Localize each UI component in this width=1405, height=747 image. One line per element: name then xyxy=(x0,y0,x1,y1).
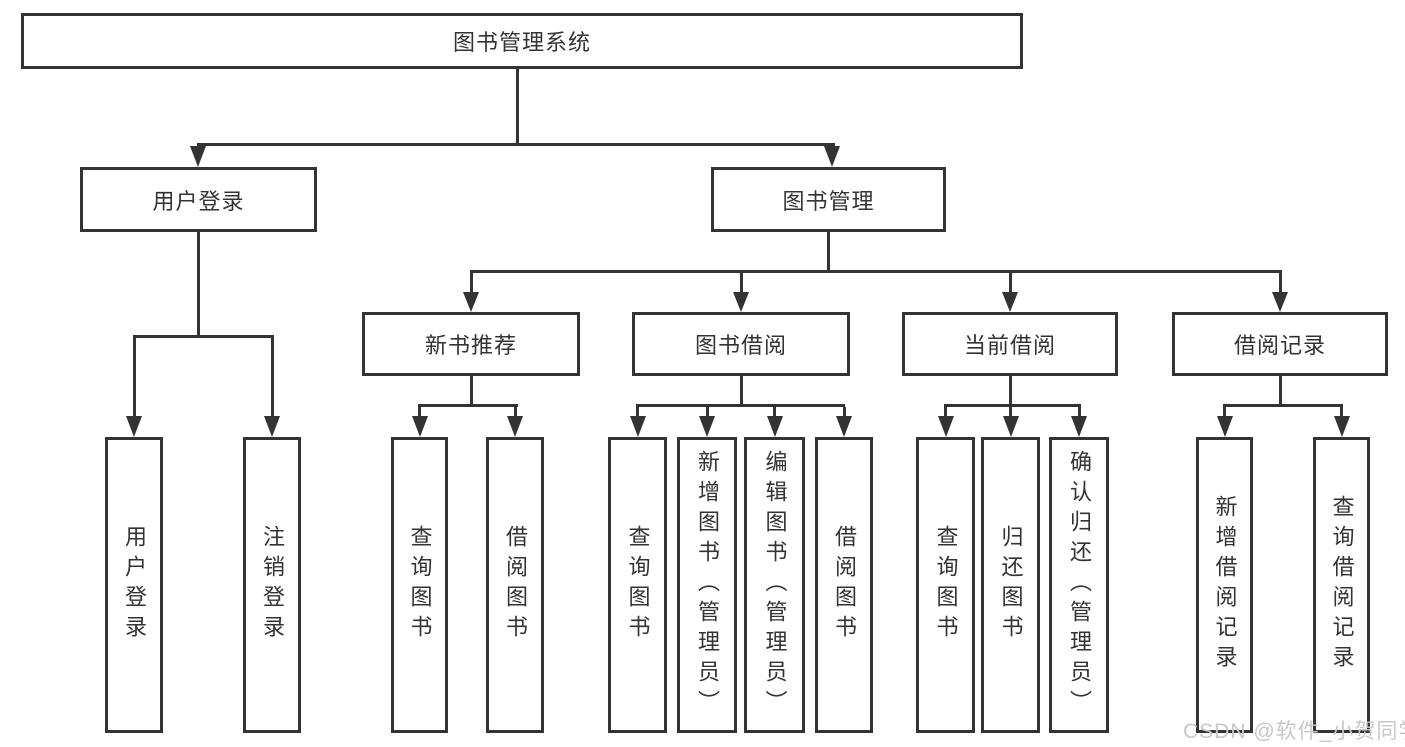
leaf-user-login-label: 用户登录 xyxy=(122,525,147,645)
connector-hline xyxy=(1223,404,1343,407)
connector-vline xyxy=(1078,407,1081,418)
node-new-book-recommend: 新书推荐 xyxy=(362,312,580,376)
node-book-borrowing-label: 图书借阅 xyxy=(694,333,787,358)
node-book-borrowing: 图书借阅 xyxy=(632,312,850,376)
leaf-query-books-2-label: 查询图书 xyxy=(625,525,651,645)
arrow-down-icon xyxy=(699,416,715,437)
connector-vline xyxy=(773,407,776,418)
connector-vline xyxy=(1009,376,1012,407)
connector-hline xyxy=(636,404,845,407)
arrow-down-icon xyxy=(126,416,142,437)
arrow-down-icon xyxy=(938,416,954,437)
node-borrow-records: 借阅记录 xyxy=(1172,312,1388,376)
arrow-down-icon xyxy=(1071,416,1087,437)
connector-vline xyxy=(271,338,274,418)
node-user-login: 用户登录 xyxy=(80,167,317,232)
leaf-edit-book-admin-label: 编辑图书（管理员） xyxy=(762,450,788,720)
node-new-book-recommend-label: 新书推荐 xyxy=(424,333,517,358)
leaf-query-books-3-label: 查询图书 xyxy=(933,525,959,645)
connector-vline xyxy=(1223,407,1226,418)
node-current-borrowing: 当前借阅 xyxy=(902,312,1118,376)
arrow-down-icon xyxy=(630,416,646,437)
node-user-login-label: 用户登录 xyxy=(152,188,245,214)
connector-vline xyxy=(827,232,830,272)
connector-vline xyxy=(470,376,473,407)
leaf-user-login: 用户登录 xyxy=(105,437,163,733)
leaf-return-book: 归还图书 xyxy=(981,437,1040,733)
leaf-add-borrow-record: 新增借阅记录 xyxy=(1196,437,1253,733)
leaf-query-borrow-record-label: 查询借阅记录 xyxy=(1329,495,1355,675)
node-root-label: 图书管理系统 xyxy=(452,30,591,55)
leaf-borrow-books-1-label: 借阅图书 xyxy=(503,525,528,645)
connector-vline xyxy=(470,273,473,294)
leaf-borrow-books-2: 借阅图书 xyxy=(815,437,873,733)
leaf-logout-label: 注销登录 xyxy=(260,525,285,645)
leaf-add-book-admin-label: 新增图书（管理员） xyxy=(695,450,720,720)
arrow-down-icon xyxy=(733,292,749,312)
connector-hline xyxy=(133,335,274,338)
connector-vline xyxy=(636,407,639,418)
leaf-query-books-2: 查询图书 xyxy=(608,437,667,733)
leaf-logout: 注销登录 xyxy=(243,437,301,733)
leaf-borrow-books-2-label: 借阅图书 xyxy=(832,525,857,645)
arrow-down-icon xyxy=(1334,416,1350,437)
leaf-query-books-3: 查询图书 xyxy=(916,437,975,733)
connector-vline xyxy=(1279,273,1282,294)
connector-vline xyxy=(514,407,517,418)
arrow-down-icon xyxy=(1002,292,1018,312)
node-book-management: 图书管理 xyxy=(711,167,946,232)
leaf-query-borrow-record: 查询借阅记录 xyxy=(1313,437,1370,733)
node-current-borrowing-label: 当前借阅 xyxy=(963,333,1056,358)
arrow-down-icon xyxy=(1003,416,1019,437)
node-root: 图书管理系统 xyxy=(21,13,1023,69)
arrow-down-icon xyxy=(463,292,479,312)
connector-vline xyxy=(944,407,947,418)
leaf-return-book-label: 归还图书 xyxy=(998,525,1024,645)
leaf-confirm-return-admin: 确认归还（管理员） xyxy=(1049,437,1109,733)
connector-hline xyxy=(418,404,518,407)
arrow-down-icon xyxy=(264,416,280,437)
connector-vline xyxy=(1340,407,1343,418)
connector-vline xyxy=(516,69,519,143)
connector-vline xyxy=(418,407,421,418)
leaf-add-book-admin: 新增图书（管理员） xyxy=(677,437,737,733)
arrow-down-icon xyxy=(412,416,428,437)
watermark: CSDN @软件_小贺同学 xyxy=(1183,720,1405,743)
arrow-down-icon xyxy=(824,146,840,167)
connector-vline xyxy=(706,407,709,418)
arrow-down-icon xyxy=(190,146,206,167)
arrow-down-icon xyxy=(767,416,783,437)
leaf-add-borrow-record-label: 新增借阅记录 xyxy=(1212,495,1238,675)
connector-vline xyxy=(1009,273,1012,294)
connector-vline xyxy=(1279,376,1282,407)
leaf-borrow-books-1: 借阅图书 xyxy=(486,437,544,733)
connector-vline xyxy=(740,376,743,407)
connector-vline xyxy=(1009,407,1012,418)
connector-hline xyxy=(197,143,835,146)
arrow-down-icon xyxy=(1217,416,1233,437)
node-book-management-label: 图书管理 xyxy=(782,188,875,214)
arrow-down-icon xyxy=(507,416,523,437)
connector-vline xyxy=(197,232,200,337)
connector-hline xyxy=(470,270,1282,273)
connector-hline xyxy=(944,404,1081,407)
connector-vline xyxy=(843,407,846,418)
arrow-down-icon xyxy=(1272,292,1288,312)
leaf-query-books-1: 查询图书 xyxy=(391,437,448,733)
arrow-down-icon xyxy=(836,416,852,437)
connector-vline xyxy=(740,273,743,294)
leaf-confirm-return-admin-label: 确认归还（管理员） xyxy=(1067,450,1092,720)
leaf-edit-book-admin: 编辑图书（管理员） xyxy=(744,437,805,733)
node-borrow-records-label: 借阅记录 xyxy=(1233,333,1326,358)
leaf-query-books-1-label: 查询图书 xyxy=(407,525,433,645)
connector-vline xyxy=(133,338,136,418)
